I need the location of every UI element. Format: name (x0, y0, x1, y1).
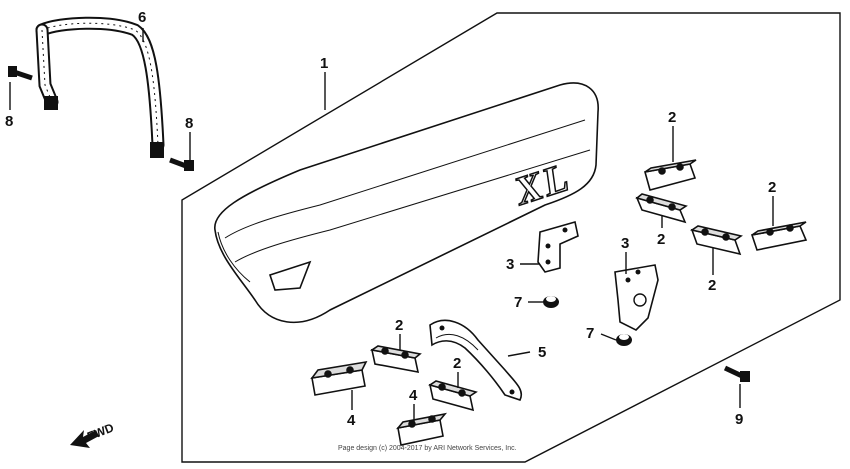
leader-lines (9, 28, 774, 424)
callout-4-left: 4 (347, 412, 356, 429)
rubber-block-2[interactable] (635, 193, 688, 224)
bolt-8-left[interactable] (8, 66, 33, 81)
mounting-plate[interactable] (429, 319, 523, 401)
callout-7-lower: 7 (586, 325, 594, 342)
bolt-8-right[interactable] (169, 157, 194, 171)
callout-8-right: 8 (185, 115, 193, 132)
footer-copyright: Page design (c) 2004-2017 by ARI Network… (338, 445, 517, 452)
callout-9: 9 (735, 411, 743, 428)
callout-7-upper: 7 (514, 294, 522, 311)
nut-7-upper[interactable] (543, 296, 559, 308)
seat[interactable]: XL (214, 82, 599, 324)
callout-2-mid: 2 (657, 231, 665, 248)
fwd-arrow-icon (70, 430, 99, 448)
rubber-block-3[interactable] (690, 225, 743, 256)
nut-7-lower[interactable] (616, 334, 632, 346)
callout-4-bottom: 4 (409, 387, 418, 404)
callout-3-right: 3 (621, 235, 629, 252)
bracket-3-right[interactable] (614, 264, 659, 331)
callout-1: 1 (320, 55, 328, 72)
assembly-frame (181, 12, 841, 463)
rubber-block-6[interactable] (428, 380, 478, 412)
rubber-block-4b[interactable] (395, 412, 448, 446)
rubber-block-1[interactable] (643, 159, 697, 191)
callout-2-top: 2 (668, 109, 676, 126)
callout-6: 6 (138, 9, 146, 26)
rubber-block-4a[interactable] (310, 360, 368, 396)
bolt-9[interactable] (723, 365, 750, 382)
callout-2-lower: 2 (708, 277, 716, 294)
rubber-block-5[interactable] (369, 345, 422, 374)
fwd-label: FWD (85, 420, 116, 443)
grab-strap[interactable] (35, 16, 165, 158)
callout-5: 5 (538, 344, 546, 361)
callout-2-right: 2 (768, 179, 776, 196)
callout-8-left: 8 (5, 113, 13, 130)
bracket-3-left[interactable] (537, 220, 579, 273)
callout-2-plate: 2 (453, 355, 461, 372)
callout-2-front: 2 (395, 317, 403, 334)
callout-3-left: 3 (506, 256, 514, 273)
rubber-block-4[interactable] (750, 221, 808, 251)
